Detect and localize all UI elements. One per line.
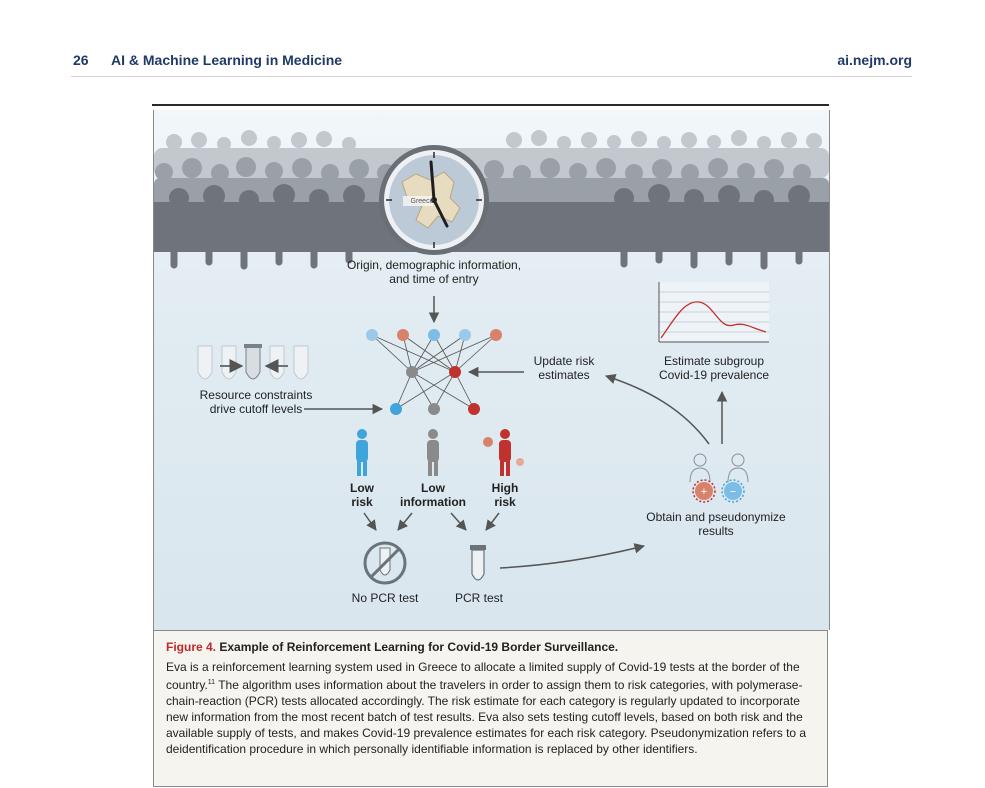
reference-superscript[interactable]: 11 [207,679,216,686]
svg-text:+: + [701,486,707,498]
page-number: 26 [73,52,89,68]
map-label: Greece [410,198,434,205]
obtain-label: Obtain and pseudonymize results [646,510,786,538]
figure-number: Figure 4. [166,640,217,654]
figure-graphic: + − [154,130,829,585]
test-tubes-icon [197,344,309,380]
caption-text-part1: Eva is a reinforcement learning system u… [166,660,800,692]
figure-top-rule [152,104,829,106]
figure-title: Example of Reinforcement Learning for Co… [219,640,619,654]
pcr-test-tube-icon [470,545,486,581]
figure-illustration: + − Greece Origin, demographic informati… [153,110,830,630]
estimate-label: Estimate subgroup Covid-19 prevalence [658,354,770,382]
caption-body: Eva is a reinforcement learning system u… [166,659,815,757]
neural-network-diagram [366,329,502,415]
caption-text-part2: The algorithm uses information about the… [166,678,807,756]
crowd-silhouettes [154,130,829,270]
low-information-person-icon [427,429,439,476]
no-pcr-label: No PCR test [351,591,419,605]
figure-caption: Figure 4. Example of Reinforcement Learn… [153,630,828,787]
low-risk-person-icon [356,429,368,476]
high-risk-person-icon [483,429,524,476]
low-risk-label: Low risk [350,481,374,509]
update-label: Update risk estimates [533,354,595,382]
page-header: 26 AI & Machine Learning in Medicine ai.… [71,52,912,77]
pseudonymized-results-icon: + − [689,453,749,503]
resource-label: Resource constraints drive cutoff levels [199,388,313,416]
no-pcr-test-icon [363,541,407,585]
prevalence-chart-icon [658,282,769,343]
site-link[interactable]: ai.nejm.org [837,52,912,68]
pcr-label: PCR test [454,591,503,605]
high-risk-label: High risk [491,481,519,509]
journal-title: AI & Machine Learning in Medicine [111,52,343,68]
clock-map-icon [379,145,489,255]
origin-label: Origin, demographic information, and tim… [346,258,522,286]
svg-text:−: − [730,486,736,498]
low-information-label: Low information [400,481,466,509]
caption-heading: Figure 4. Example of Reinforcement Learn… [166,639,815,655]
